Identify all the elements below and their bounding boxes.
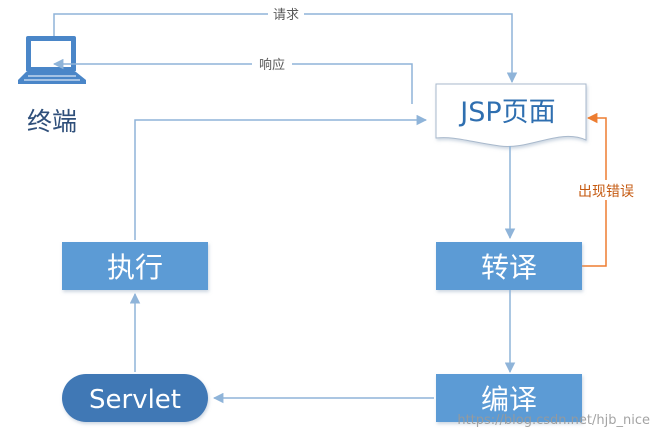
jsp-page-node: [435, 83, 587, 147]
response-arrow: [52, 58, 413, 104]
execute-to-jsp-arrow: [134, 114, 428, 240]
servlet-node: [62, 374, 208, 422]
computer-icon: [18, 36, 86, 84]
response-label-bg: [252, 55, 292, 73]
error-label-bg: [568, 180, 644, 200]
translate-label: 转译: [481, 251, 537, 284]
terminal-label: 终端: [27, 107, 77, 136]
request-label-bg: [268, 5, 304, 23]
error-label: 出现错误: [578, 184, 634, 200]
execute-label: 执行: [107, 251, 163, 284]
servlet-label: Servlet: [89, 385, 181, 415]
translate-node: [436, 242, 582, 290]
compile-label: 编译: [481, 383, 537, 416]
jsp-page-label: JSP页面: [458, 97, 555, 128]
watermark: https://blog.csdn.net/hjb_nice: [457, 413, 650, 428]
request-label: 请求: [273, 8, 299, 23]
compile-node: [436, 374, 582, 422]
execute-node: [62, 242, 208, 290]
response-label: 响应: [259, 57, 285, 73]
